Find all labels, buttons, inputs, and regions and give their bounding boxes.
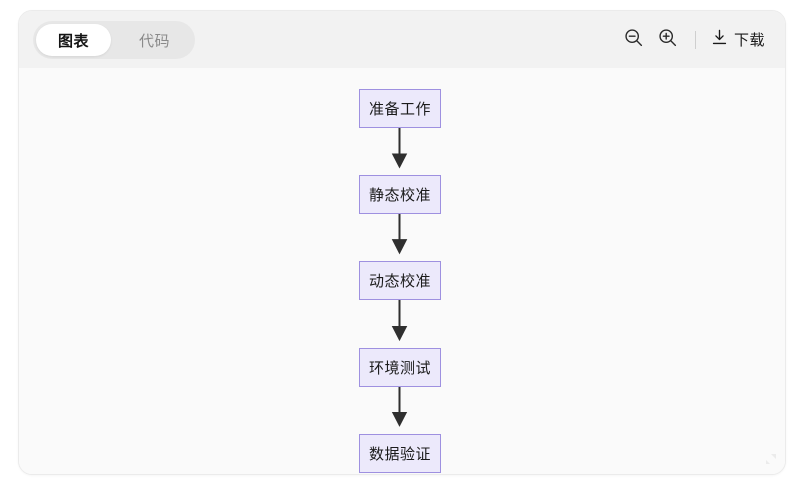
card-header: 图表 代码	[19, 11, 785, 68]
diagram-card: 图表 代码	[18, 10, 786, 475]
flow-node-n2[interactable]: 静态校准	[359, 175, 441, 214]
diagram-canvas[interactable]: 准备工作 静态校准 动态校准 环境测试 数据验证	[19, 68, 785, 474]
flow-node-n5[interactable]: 数据验证	[359, 434, 441, 473]
header-actions: 下载	[617, 11, 769, 68]
flow-node-n3[interactable]: 动态校准	[359, 261, 441, 300]
flow-node-n1[interactable]: 准备工作	[359, 89, 441, 128]
tab-code[interactable]: 代码	[139, 32, 171, 50]
tab-chart[interactable]: 图表	[36, 24, 112, 56]
zoom-out-button[interactable]	[617, 23, 651, 57]
download-label: 下载	[733, 32, 765, 49]
resize-handle-icon[interactable]	[762, 451, 778, 467]
toolbar-divider	[694, 30, 696, 49]
view-mode-tabs: 图表 代码	[33, 21, 196, 59]
flow-node-n4[interactable]: 环境测试	[359, 348, 441, 387]
download-button[interactable]: 下载	[706, 24, 769, 56]
zoom-in-icon	[657, 27, 678, 53]
zoom-in-button[interactable]	[651, 23, 685, 57]
download-icon	[710, 28, 729, 52]
zoom-out-icon	[623, 27, 644, 53]
flowchart-edges	[391, 127, 408, 427]
